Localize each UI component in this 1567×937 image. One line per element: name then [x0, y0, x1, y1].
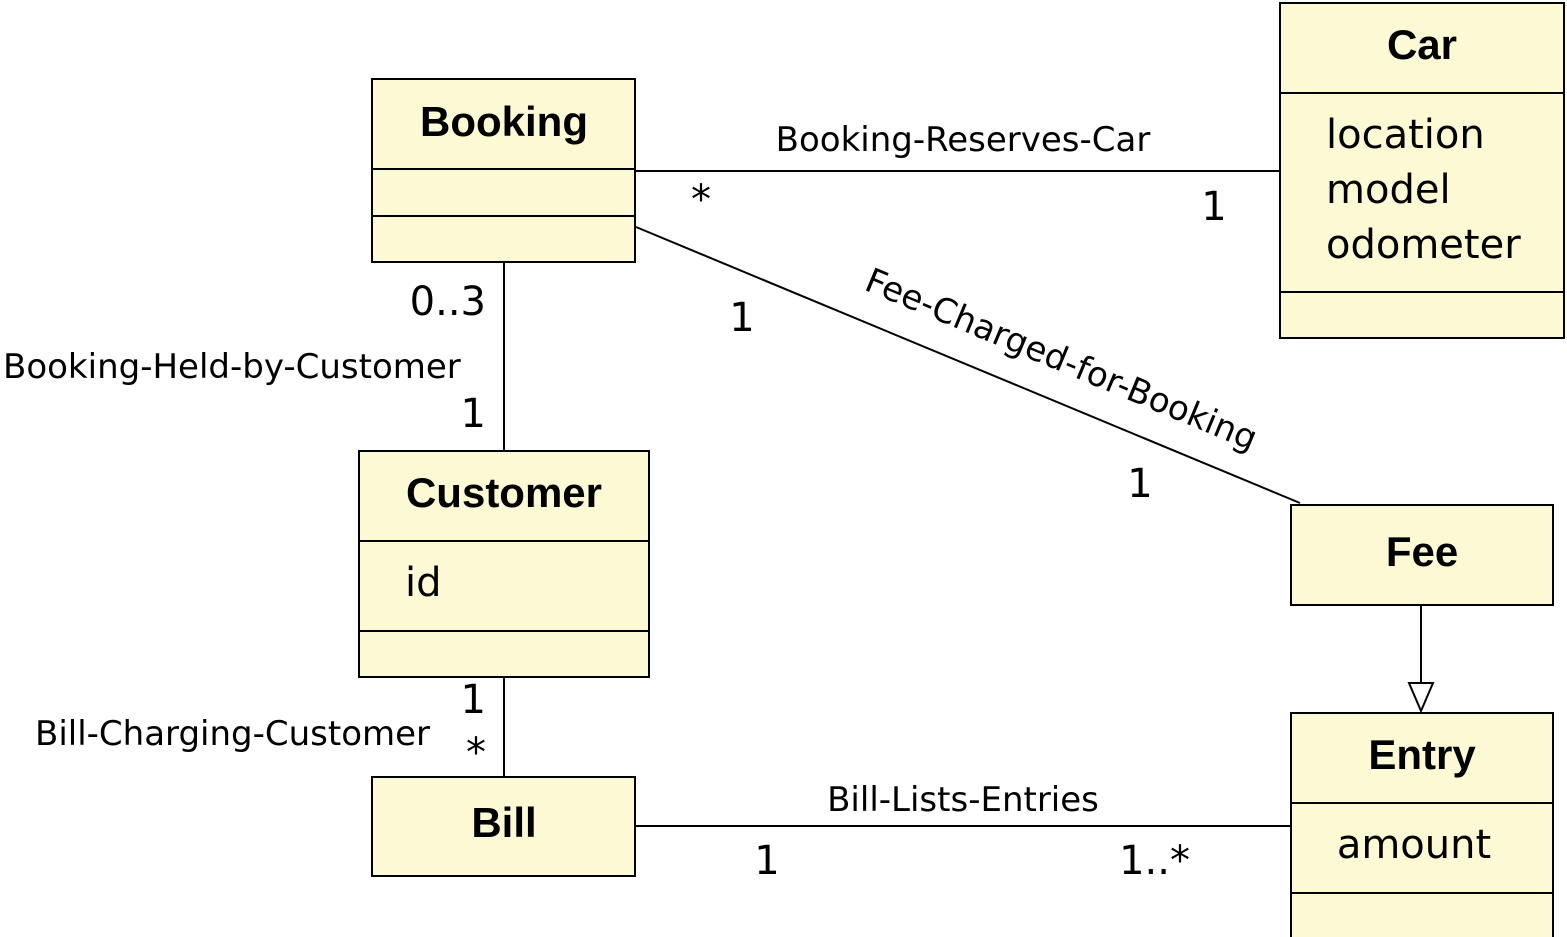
association-label-booking-reserves-car: Booking-Reserves-Car — [776, 120, 1151, 160]
class-name: Booking — [420, 98, 588, 145]
class-name: Fee — [1386, 528, 1458, 575]
attribute-location: location — [1326, 112, 1485, 158]
class-box — [358, 450, 650, 678]
class-name: Car — [1387, 21, 1457, 68]
multiplicity-booking-customer-customer-end: 1 — [461, 391, 486, 437]
class-box — [371, 776, 636, 877]
association-label-bill-lists-entries: Bill-Lists-Entries — [827, 780, 1099, 820]
class-car[interactable]: Car location model odometer — [1279, 2, 1565, 339]
multiplicity-bill-customer-bill-end: * — [466, 730, 486, 776]
multiplicity-booking-car-booking-end: * — [691, 177, 711, 223]
class-entry[interactable]: Entry amount — [1290, 712, 1554, 937]
class-name: Customer — [406, 469, 602, 516]
generalization-fee-entry — [1407, 605, 1435, 714]
multiplicity-booking-customer-booking-end: 0..3 — [410, 279, 486, 325]
attribute-id: id — [405, 560, 442, 606]
class-box — [1290, 504, 1554, 606]
multiplicity-bill-entries-bill-end: 1 — [754, 838, 779, 884]
multiplicity-bill-customer-customer-end: 1 — [461, 677, 486, 723]
class-box — [371, 78, 636, 263]
attribute-model: model — [1326, 167, 1451, 213]
class-booking[interactable]: Booking — [371, 78, 636, 263]
association-label-bill-charging-customer: Bill-Charging-Customer — [35, 714, 430, 754]
attribute-amount: amount — [1337, 822, 1491, 868]
class-bill[interactable]: Bill — [371, 776, 636, 877]
multiplicity-fee-booking-fee-end: 1 — [1127, 461, 1152, 507]
generalization-arrowhead — [1407, 682, 1435, 714]
class-customer[interactable]: Customer id — [358, 450, 650, 678]
association-label-fee-charged-for-booking: Fee-Charged-for-Booking — [859, 261, 1263, 460]
multiplicity-fee-booking-booking-end: 1 — [729, 295, 754, 341]
association-line-fee-booking — [635, 226, 1301, 504]
multiplicity-bill-entries-entry-end: 1..* — [1119, 838, 1190, 884]
class-name: Bill — [471, 799, 536, 846]
class-box — [1290, 712, 1554, 937]
multiplicity-booking-car-car-end: 1 — [1201, 184, 1226, 230]
class-name: Entry — [1368, 731, 1476, 778]
class-fee[interactable]: Fee — [1290, 504, 1554, 606]
association-label-booking-held-by-customer: Booking-Held-by-Customer — [3, 347, 461, 387]
attribute-odometer: odometer — [1326, 222, 1521, 268]
class-box — [1279, 2, 1565, 339]
